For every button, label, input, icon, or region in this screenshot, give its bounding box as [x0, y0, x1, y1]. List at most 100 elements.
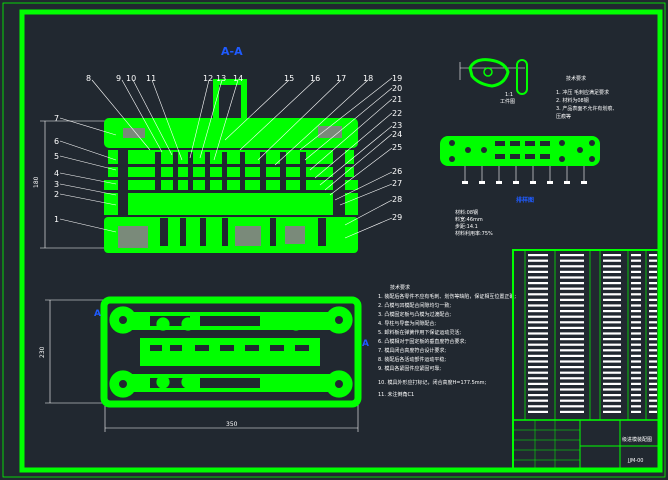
table-cell-mark [649, 371, 657, 374]
table-cell-mark [603, 354, 621, 357]
table-cell-mark [649, 287, 657, 290]
table-cell-mark [649, 326, 657, 329]
table-cell-mark [560, 276, 584, 279]
part-number: 13 [216, 74, 226, 83]
table-cell-mark [631, 287, 641, 290]
table-cell-mark [560, 349, 584, 352]
table-cell-mark [649, 310, 657, 313]
table-cell-mark [560, 360, 584, 363]
part-number: 17 [336, 74, 346, 83]
table-cell-mark [528, 315, 548, 318]
table-cell-mark [631, 310, 641, 313]
table-cell-mark [649, 254, 657, 257]
table-cell-mark [649, 388, 657, 391]
table-cell-mark [603, 310, 621, 313]
part-number: 23 [392, 121, 402, 130]
table-cell-mark [560, 265, 584, 268]
table-cell-mark [603, 377, 621, 380]
notes-line: 11. 未注倒角C1 [378, 391, 414, 398]
part-number: 8 [86, 74, 91, 83]
table-cell-mark [560, 371, 584, 374]
notes-line: 9. 模具各紧固件应紧固可靠; [378, 365, 441, 372]
table-cell-mark [560, 338, 584, 341]
tech-req-line: 压痕等 [556, 113, 571, 120]
table-cell-mark [560, 388, 584, 391]
table-cell-mark [560, 410, 584, 413]
part-number: 7 [54, 114, 59, 123]
part-number: 9 [116, 74, 121, 83]
table-cell-mark [528, 394, 548, 397]
part-scale: 1:1 [505, 92, 513, 98]
table-cell-mark [603, 270, 621, 273]
strip-param: 材料:08钢 [455, 209, 478, 216]
table-cell-mark [560, 377, 584, 380]
table-cell-mark [603, 282, 621, 285]
notes-line: 4. 导柱与导套为间隙配合; [378, 320, 436, 327]
table-cell-mark [528, 377, 548, 380]
table-cell-mark [560, 254, 584, 257]
table-cell-mark [528, 282, 548, 285]
table-cell-mark [649, 377, 657, 380]
inner-frame [19, 9, 663, 473]
plan-view: 230 350 [39, 296, 369, 432]
table-cell-mark [528, 405, 548, 408]
table-cell-mark [631, 371, 641, 374]
table-cell-mark [603, 259, 621, 262]
notes-line: 6. 凸模相对于固定板的垂直度符合要求; [378, 338, 466, 345]
table-cell-mark [603, 332, 621, 335]
part-number: 15 [284, 74, 294, 83]
table-cell-mark [560, 399, 584, 402]
table-cell-mark [649, 265, 657, 268]
table-cell-mark [560, 270, 584, 273]
table-cell-mark [560, 405, 584, 408]
table-cell-mark [649, 298, 657, 301]
notes-line: 7. 模具闭合高度符合设计要求; [378, 347, 446, 354]
table-cell-mark [560, 315, 584, 318]
table-cell-mark [631, 410, 641, 413]
part-number: 18 [363, 74, 373, 83]
table-cell-mark [560, 382, 584, 385]
table-cell-mark [603, 254, 621, 257]
table-cell-mark [603, 382, 621, 385]
table-cell-mark [560, 332, 584, 335]
table-cell-mark [560, 326, 584, 329]
table-cell-mark [631, 254, 641, 257]
table-cell-mark [603, 388, 621, 391]
part-number: 29 [392, 213, 402, 222]
part-number: 4 [54, 169, 59, 178]
table-cell-mark [649, 382, 657, 385]
table-cell-mark [649, 354, 657, 357]
part-number: 11 [146, 74, 156, 83]
strip-caption: 排样图 [516, 196, 534, 204]
part-number: 16 [310, 74, 320, 83]
table-cell-mark [560, 282, 584, 285]
front-section-view: 180 [33, 74, 402, 253]
table-cell-mark [528, 410, 548, 413]
table-cell-mark [528, 366, 548, 369]
table-cell-mark [649, 304, 657, 307]
table-cell-mark [528, 321, 548, 324]
table-cell-mark [603, 405, 621, 408]
table-cell-mark [603, 338, 621, 341]
table-cell-mark [631, 388, 641, 391]
notes-line: 3. 凸模固定板与凸模为过渡配合; [378, 311, 451, 318]
table-cell-mark [528, 254, 548, 257]
table-cell-mark [631, 265, 641, 268]
section-marker-right: A [362, 339, 369, 349]
part-number: 2 [54, 190, 59, 199]
tech-req-line: 3. 产品表面不允许有划痕、 [556, 105, 617, 112]
part-number: 21 [392, 95, 402, 104]
table-cell-mark [649, 399, 657, 402]
table-cell-mark [528, 343, 548, 346]
part-number: 5 [54, 152, 59, 161]
table-cell-mark [603, 410, 621, 413]
table-cell-mark [631, 382, 641, 385]
table-cell-mark [631, 259, 641, 262]
table-cell-mark [528, 270, 548, 273]
table-cell-mark [603, 276, 621, 279]
table-cell-mark [560, 310, 584, 313]
title-block-drawing-no: JJM-00 [627, 458, 643, 464]
table-cell-mark [631, 349, 641, 352]
table-cell-mark [603, 366, 621, 369]
